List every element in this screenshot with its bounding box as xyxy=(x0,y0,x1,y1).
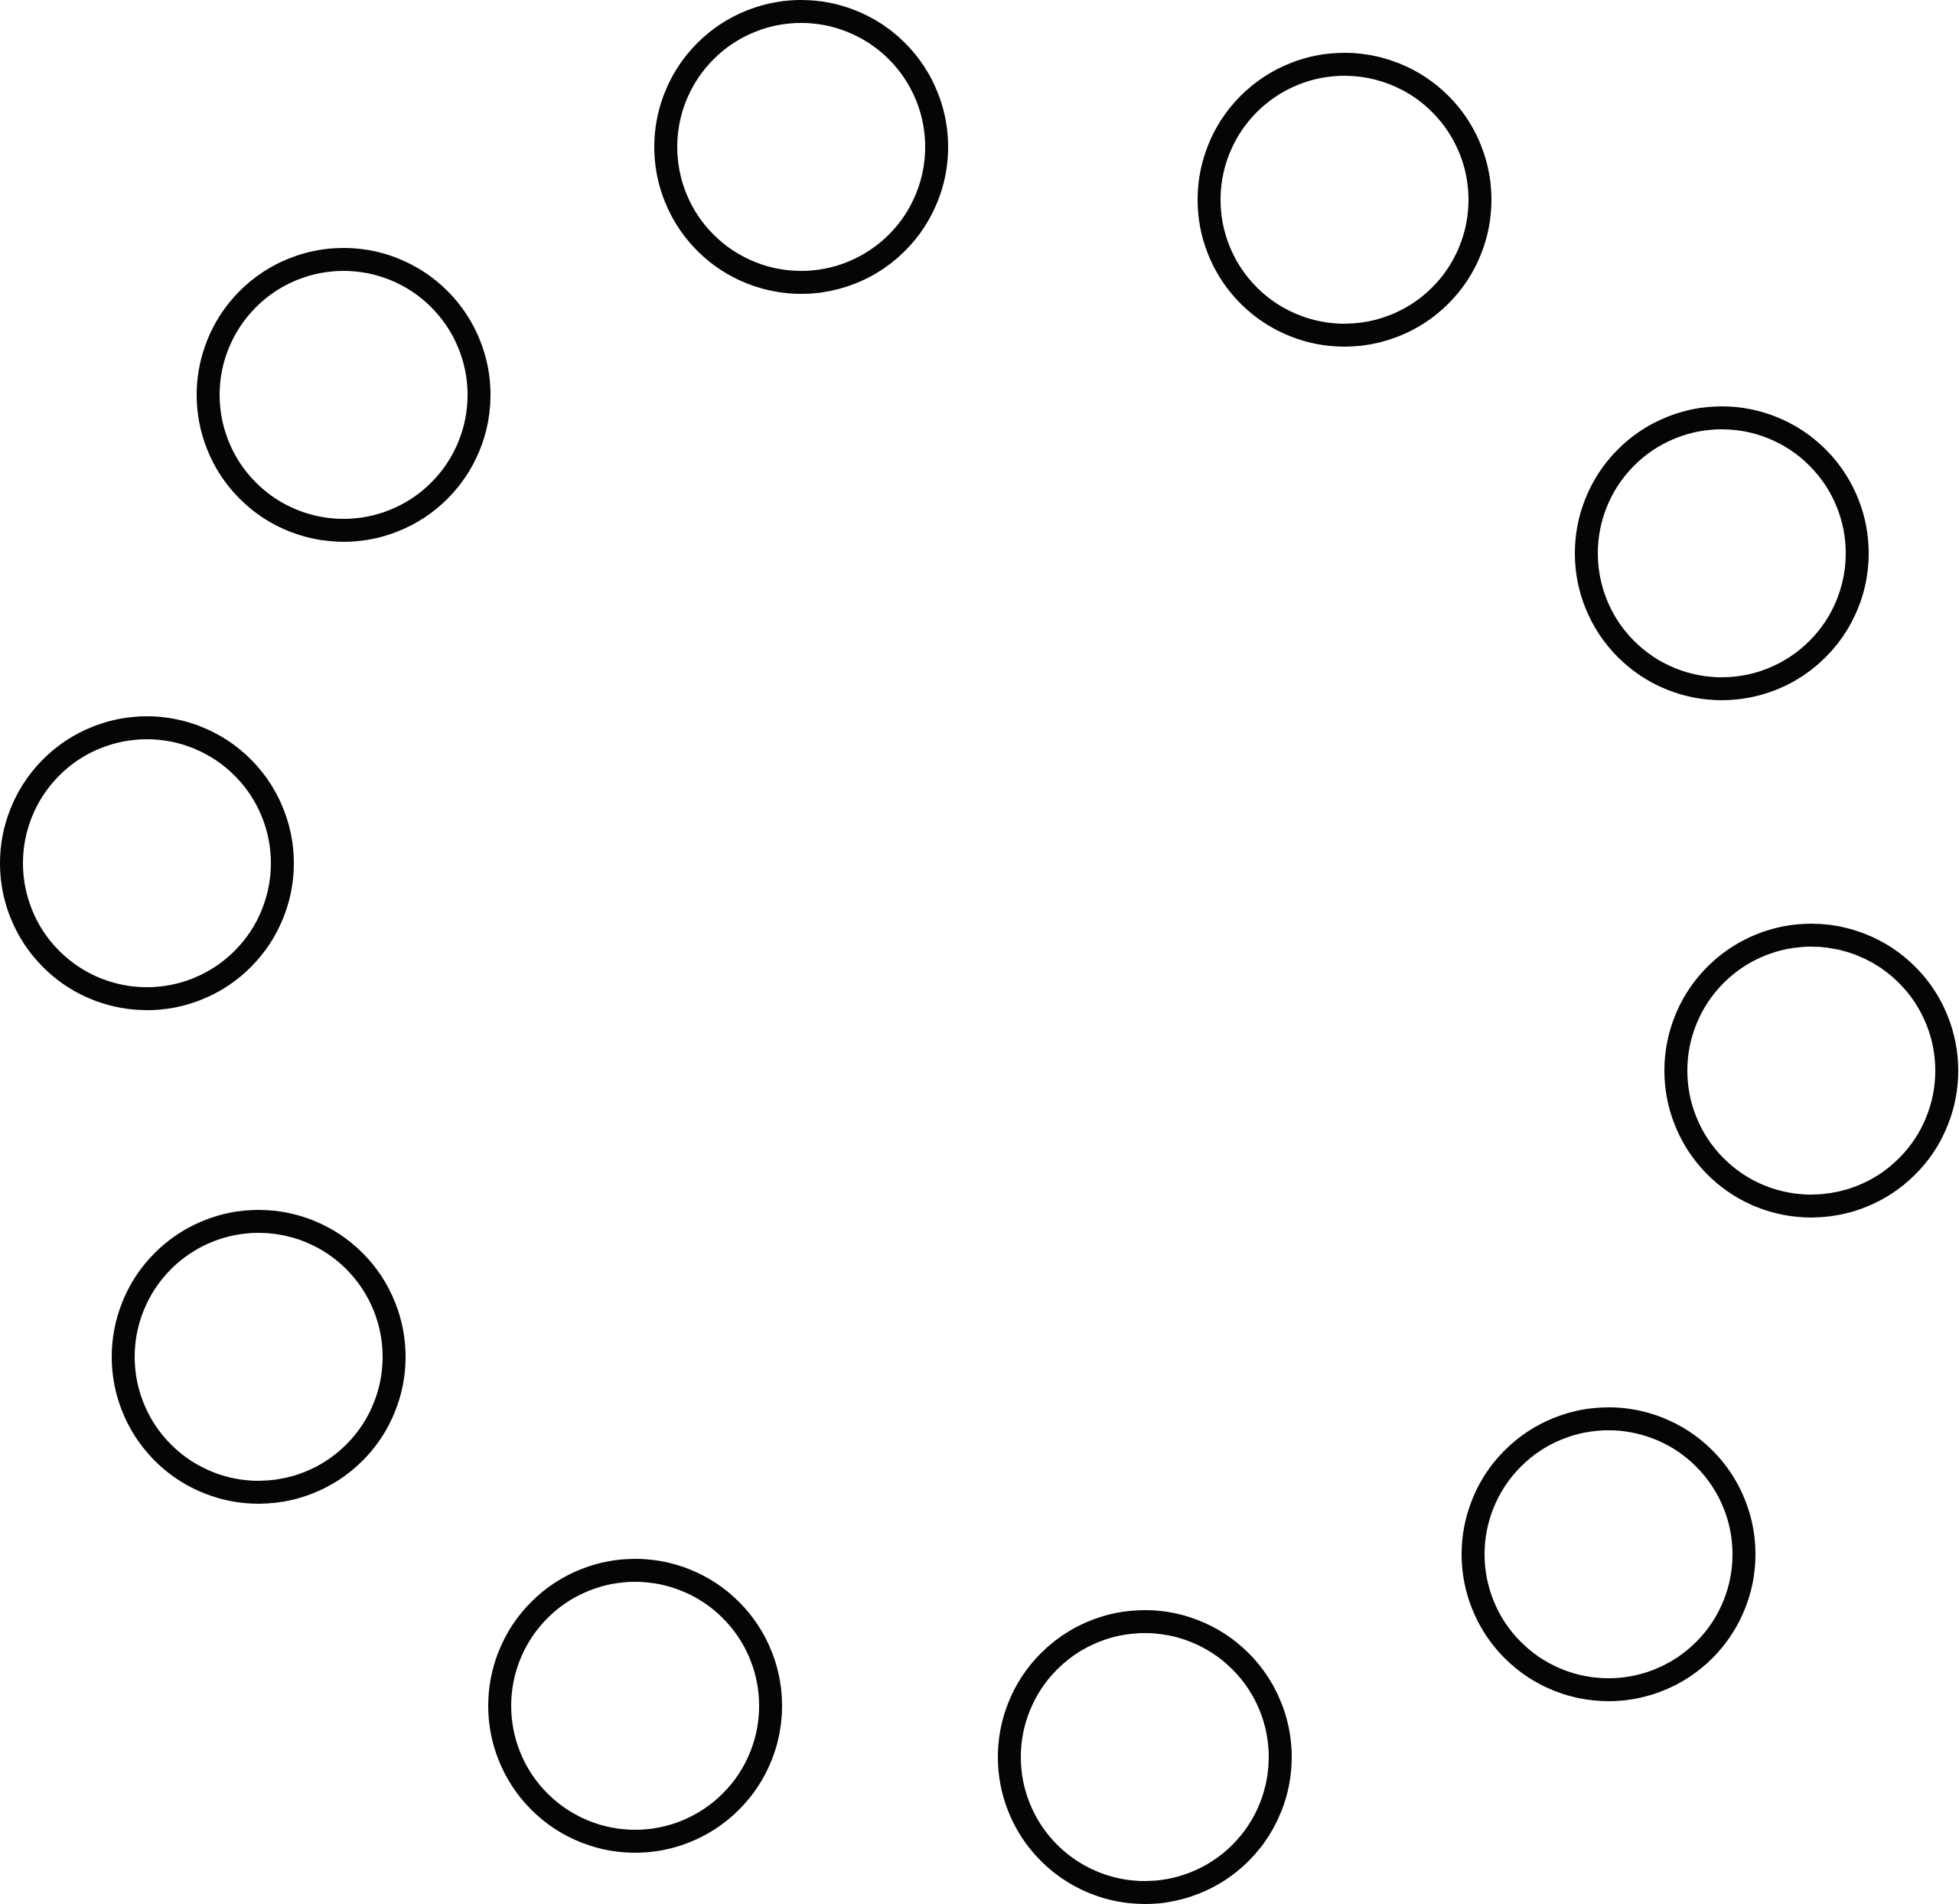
ring-circle-2 xyxy=(1198,53,1491,347)
ring-circle-3 xyxy=(197,248,491,542)
ring-circle-9 xyxy=(488,1559,782,1853)
ring-circle-8 xyxy=(1462,1407,1755,1701)
ring-circle-6 xyxy=(1664,924,1958,1218)
ring-circle-4 xyxy=(1575,406,1869,700)
ring-circle-5 xyxy=(0,716,294,1010)
ring-circle-1 xyxy=(654,0,948,294)
ring-circle-10 xyxy=(998,1610,1292,1904)
ring-circle-7 xyxy=(112,1210,406,1504)
